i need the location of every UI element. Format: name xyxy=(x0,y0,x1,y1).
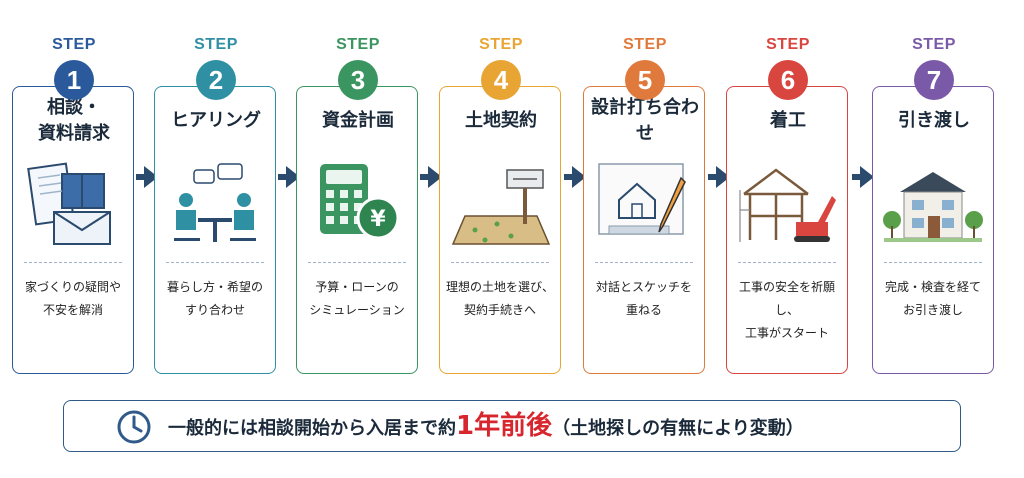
step-number: 4 xyxy=(481,60,521,100)
step-number: 5 xyxy=(625,60,665,100)
house-icon xyxy=(883,172,983,242)
step-description: 対話とスケッチを 重ねる xyxy=(595,280,692,317)
step-title: 土地契約 xyxy=(465,110,537,131)
construction-icon xyxy=(739,168,836,242)
step-description: 理想の土地を選び、 契約手続きへ xyxy=(445,280,554,317)
step-description: 暮らし方・希望の すり合わせ xyxy=(166,280,263,317)
step-number: 2 xyxy=(196,60,236,100)
step-divider xyxy=(738,262,836,263)
step-divider xyxy=(884,262,982,263)
arrow-6 xyxy=(852,166,874,188)
step-label: STEP xyxy=(336,36,380,53)
calculator-icon: ¥ xyxy=(320,164,400,240)
arrow-4 xyxy=(564,166,586,188)
step-divider xyxy=(166,262,264,263)
footer-prefix: 一般的には相談開始から入居まで約 xyxy=(168,418,456,439)
step-title: 相談・ 資料請求 xyxy=(38,97,110,144)
step-title: 着工 xyxy=(770,110,806,131)
step-divider xyxy=(24,262,122,263)
step-description: 予算・ローンの シミュレーション xyxy=(309,280,405,317)
step-divider xyxy=(308,262,406,263)
arrow-3 xyxy=(420,166,442,188)
step-number: 6 xyxy=(768,60,808,100)
clock-icon xyxy=(117,410,151,444)
footer-suffix: （土地探しの有無により変動） xyxy=(552,418,804,439)
document-icon xyxy=(27,162,111,245)
step-title: 引き渡し xyxy=(898,110,970,131)
step-description: 家づくりの疑問や 不安を解消 xyxy=(24,280,121,317)
step-title: 資金計画 xyxy=(322,110,394,131)
step-label: STEP xyxy=(194,36,238,53)
step-divider xyxy=(451,262,549,263)
footer-text: 一般的には相談開始から入居まで約1年前後（土地探しの有無により変動） xyxy=(168,401,804,451)
timeline-note: 一般的には相談開始から入居まで約1年前後（土地探しの有無により変動） xyxy=(63,400,961,452)
step-number: 7 xyxy=(914,60,954,100)
step-label: STEP xyxy=(479,36,523,53)
blueprint-icon xyxy=(598,163,686,235)
step-description: 工事の安全を祈願し、 工事がスタート xyxy=(738,280,835,340)
footer-highlight: 1年前後 xyxy=(456,411,553,441)
step-description: 完成・検査を経て お引き渡し xyxy=(884,280,981,317)
step-title: ヒアリング xyxy=(171,110,261,131)
step-number: 1 xyxy=(54,60,94,100)
step-label: STEP xyxy=(52,36,96,53)
step-label: STEP xyxy=(912,36,956,53)
meeting-icon xyxy=(174,163,256,242)
land-icon xyxy=(451,169,551,245)
step-divider xyxy=(595,262,693,263)
step-title: 設計打ち合わせ xyxy=(591,97,699,144)
svg-text:¥: ¥ xyxy=(370,207,386,232)
step-number: 3 xyxy=(338,60,378,100)
step-label: STEP xyxy=(766,36,810,53)
step-card xyxy=(296,86,418,374)
step-label: STEP xyxy=(623,36,667,53)
